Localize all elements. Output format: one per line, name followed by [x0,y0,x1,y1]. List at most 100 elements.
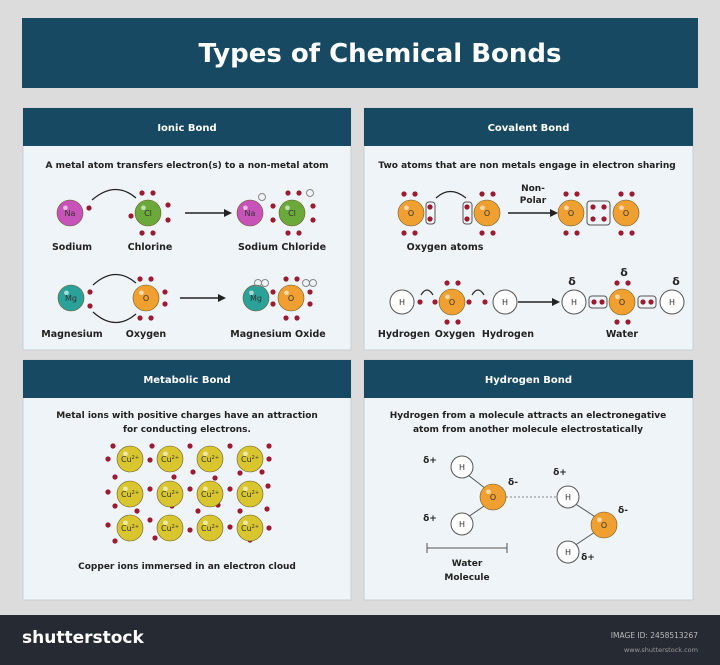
electron [625,319,631,325]
copper-ion-highlight [203,451,208,457]
sodium-ion [236,199,264,227]
hydrogen-atom-2-symbol: H [502,298,508,307]
electron [162,301,168,307]
electron [618,230,624,236]
electron [150,230,156,236]
copper-ion-symbol: Cu2+ [121,455,139,464]
copper-ion-highlight [163,451,168,457]
copper-ion-symbol: Cu2+ [161,455,179,464]
electron [296,190,302,196]
sodium-atom-highlight [63,205,68,211]
oxygen-atom-symbol: O [601,521,607,530]
chloride-ion-symbol: Cl [288,209,296,218]
electron [264,506,270,512]
oxygen-molecule-atom-1 [557,199,585,227]
electron-pair-box [425,201,436,225]
water-hydrogen-1-symbol: H [571,298,577,307]
label-water: Water [606,329,639,340]
copper-ion-symbol: Cu2+ [241,490,259,499]
magnesium-ion-highlight [249,290,254,296]
delta-label: δ- [508,478,518,488]
electron [563,230,569,236]
water-oxygen-highlight [615,294,620,300]
copper-ion [236,480,264,508]
chlorine-atom-symbol: Cl [144,209,152,218]
oxygen-molecule-atom-1-symbol: O [568,209,574,218]
electron [137,276,143,282]
magnesium-atom [57,284,85,312]
delta-label: δ [568,275,576,288]
hydrogen-atom-symbol: H [565,493,571,502]
copper-ion-symbol: Cu2+ [201,455,219,464]
oxygen-atom-2 [473,199,501,227]
share-arrow-2 [471,289,485,296]
water-hydrogen-2 [659,289,685,315]
electron [599,299,605,305]
oxide-ion [277,284,305,312]
electron [294,315,300,321]
oxygen-atom-2-highlight [480,205,485,211]
label-oxygen-atoms: Oxygen atoms [407,242,484,253]
positive-charge-icon [261,279,269,287]
electron [137,315,143,321]
electron [150,190,156,196]
electron [147,457,153,463]
reaction-arrow-head [550,209,558,217]
electron [147,486,153,492]
electron [601,204,607,210]
copper-ion-symbol: Cu2+ [241,455,259,464]
oxygen-atom-1-symbol: O [408,209,414,218]
oxygen-atom [132,284,160,312]
electron [490,230,496,236]
label-sodium-chloride: Sodium Chloride [238,242,326,253]
oxygen-atom-highlight [486,489,491,495]
electron [227,524,233,530]
copper-ion-symbol: Cu2+ [161,524,179,533]
oxygen-molecule-atom-2 [612,199,640,227]
electron [105,522,111,528]
electron [270,203,276,209]
electron [105,456,111,462]
hydrogen-atom-highlight [456,460,461,465]
electron-pair-box [462,201,473,225]
electron [455,280,461,286]
hydrogen-header [364,360,693,398]
chloride-ion-highlight [285,205,290,211]
reaction-arrow-3-head [552,298,560,306]
electron [574,230,580,236]
metabolic-header [23,360,351,398]
reaction-arrow-head [224,209,232,217]
electron [482,299,488,305]
covalent-subtitle: Two atoms that are non metals engage in … [378,161,675,171]
bond-pair-box [588,295,608,309]
electron [563,191,569,197]
copper-ion-highlight [163,486,168,492]
electron [139,230,145,236]
covalent-header-title: Covalent Bond [488,123,570,134]
electron [87,289,93,295]
water-hydrogen-2-symbol: H [669,298,675,307]
transfer-arrow-2 [92,311,137,324]
electron [148,276,154,282]
electron [629,191,635,197]
footer-brand-logo: shutterstock [22,628,144,648]
oxygen-molecule-atom-1-highlight [564,205,569,211]
label-chlorine: Chlorine [128,242,173,253]
positive-charge-icon [258,193,266,201]
electron [266,456,272,462]
electron [237,508,243,514]
label-hydrogen-2: Hydrogen [482,329,534,340]
electron [227,486,233,492]
electron [427,216,433,222]
oxygen-atom-highlight [597,517,602,523]
electron [187,527,193,533]
copper-ion [156,445,184,473]
electron [139,190,145,196]
label-hydrogen-1: Hydrogen [378,329,430,340]
electron [574,191,580,197]
negative-charge-icon [306,189,314,197]
electron [464,216,470,222]
water-oxygen-symbol: O [619,298,625,307]
electron [266,443,272,449]
ionic-subtitle: A metal atom transfers electron(s) to a … [45,161,328,171]
